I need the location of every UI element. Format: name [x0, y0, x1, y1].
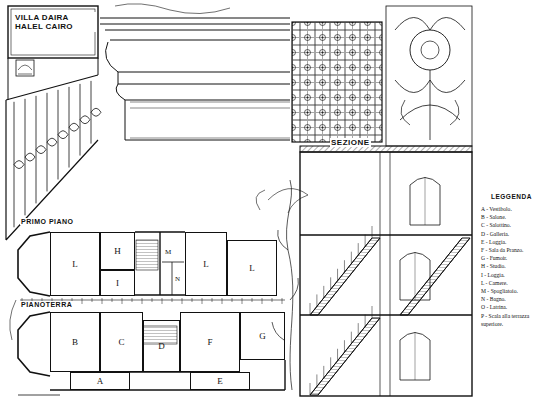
view-heading: SEZIONE [330, 138, 371, 147]
drawing-title: VILLA DAIRA HALEL CAIRO [14, 12, 96, 32]
legend-entry: D - Galleria. [481, 230, 549, 238]
room-box: A [70, 372, 130, 390]
room-letter: L [72, 259, 78, 269]
room-letter: E [217, 376, 223, 386]
room-letter: D [158, 341, 165, 351]
legend-entry: C - Salottino. [481, 221, 549, 229]
legend-entry: A - Vestibolo. [481, 205, 549, 213]
view-heading: LEGGENDA [490, 193, 533, 200]
room-letter: L [249, 263, 255, 273]
room-letter: G [259, 331, 266, 341]
room-letter: A [97, 376, 104, 386]
room-box: D [143, 320, 180, 372]
room-letter: I [116, 278, 119, 288]
legend-entry: F - Sala da Pranzo. [481, 246, 549, 254]
view-heading: PRIMO PIANO [20, 218, 75, 225]
legend-box: A - Vestibolo.B - Salone.C - Salottino.D… [481, 205, 549, 328]
room-box: G [240, 312, 285, 360]
room-box: L [227, 240, 277, 296]
legend-entry: G - Fumoir. [481, 254, 549, 262]
room-letter: C [118, 337, 124, 347]
room-box: H [100, 232, 135, 270]
room-letter: M [164, 248, 173, 256]
legend-entry: P - Scala alla terrazza superiore. [481, 312, 549, 328]
room-box: F [180, 312, 240, 372]
legend-entry: E - Loggia. [481, 238, 549, 246]
legend-entry: M - Spogliatoio. [481, 287, 549, 295]
room-box: I [100, 270, 135, 296]
room-letter: B [72, 337, 78, 347]
legend-entry: I - Loggia. [481, 271, 549, 279]
room-letter: H [114, 246, 121, 256]
legend-entry: L - Camere. [481, 279, 549, 287]
room-box: C [100, 312, 143, 372]
room-letter: F [207, 337, 212, 347]
room-box: E [190, 372, 250, 390]
room-letter: L [203, 259, 209, 269]
legend-entry: B - Salone. [481, 213, 549, 221]
legend-entry: N - Bagno. [481, 295, 549, 303]
room-box: B [50, 312, 100, 372]
room-box: L [50, 232, 100, 296]
room-box: L [185, 232, 227, 296]
room-letter: N [174, 275, 182, 283]
view-heading: PIANOTERRA [20, 301, 73, 308]
legend-entry: H - Studio. [481, 262, 549, 270]
legend-entry: O - Latrina. [481, 303, 549, 311]
